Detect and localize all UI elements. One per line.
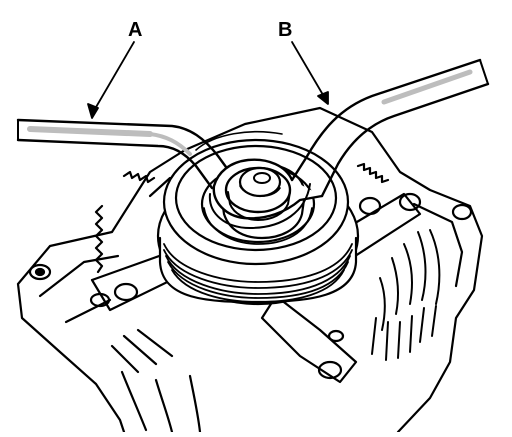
arrowhead-a: [87, 103, 99, 119]
cooling-slots: [371, 229, 441, 361]
callout-label-b: B: [278, 19, 293, 41]
serrated-edge: [94, 204, 104, 274]
mounting-holes: [28, 192, 473, 380]
arrowhead-b: [317, 91, 329, 105]
leader-line-a: [91, 41, 135, 115]
pulley-nut: [224, 166, 292, 221]
belt-grooves: [163, 243, 353, 303]
callout-label-a: A: [128, 19, 143, 41]
alternator-housing: [16, 106, 484, 434]
leader-line-b: [291, 41, 327, 101]
callout-arrows: [87, 41, 329, 119]
wrench-a: [16, 118, 236, 190]
